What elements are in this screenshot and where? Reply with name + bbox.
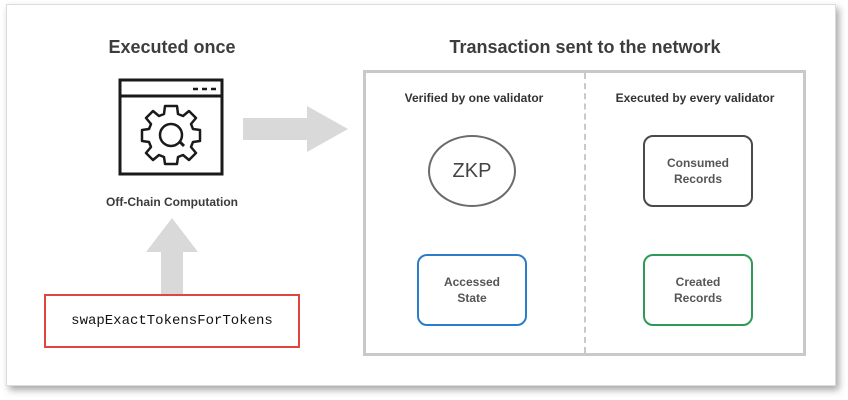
arrow-right-icon	[243, 106, 348, 152]
arrow-up-icon	[146, 218, 198, 294]
consumed-records-label: Consumed Records	[666, 156, 729, 186]
accessed-state-label: Accessed State	[443, 275, 501, 305]
function-name-text: swapExactTokensForTokens	[71, 313, 273, 329]
window-gear-icon	[118, 78, 224, 176]
created-records-label: Created Records	[673, 275, 723, 305]
accessed-state-box: Accessed State	[417, 254, 527, 326]
transaction-box	[363, 70, 806, 356]
created-records-box: Created Records	[643, 254, 753, 326]
executed-header: Executed by every validator	[615, 91, 775, 105]
function-name-box: swapExactTokensForTokens	[44, 294, 300, 348]
transaction-title: Transaction sent to the network	[449, 37, 721, 57]
zkp-label: ZKP	[452, 159, 492, 182]
consumed-records-box: Consumed Records	[643, 135, 753, 207]
zkp-node: ZKP	[428, 135, 516, 207]
verified-header: Verified by one validator	[404, 91, 544, 105]
validator-divider	[584, 73, 586, 353]
executed-once-title: Executed once	[108, 37, 236, 57]
offchain-computation-label: Off-Chain Computation	[106, 195, 238, 209]
